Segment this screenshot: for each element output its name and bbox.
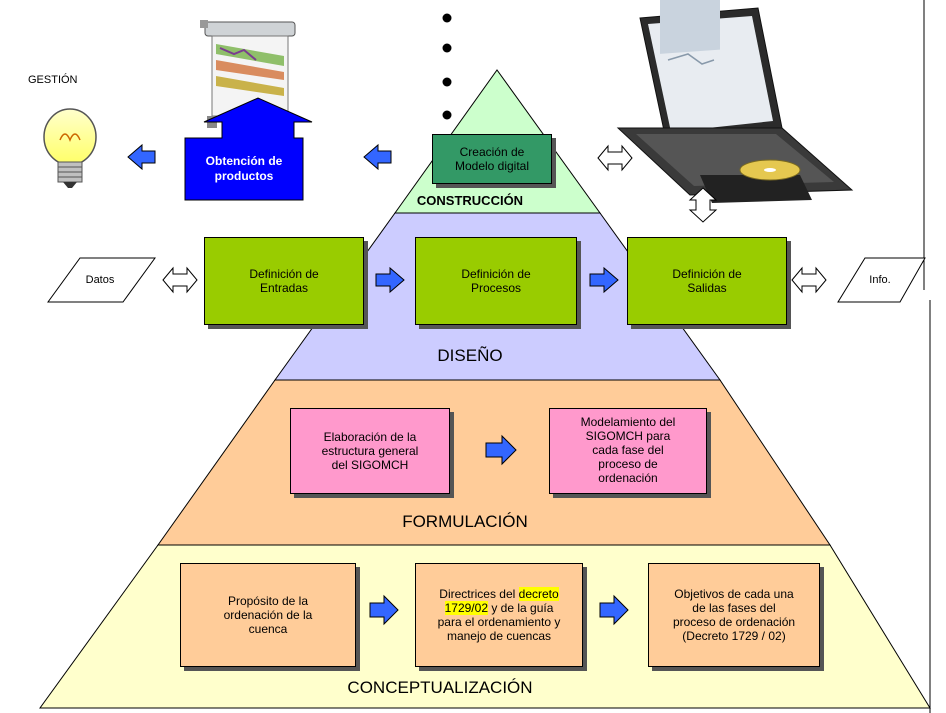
directrices-line3: para el ordenamiento y (437, 615, 561, 629)
entradas-line1: Definición de (249, 267, 319, 281)
double-arrow-info (791, 266, 827, 294)
objetivos-line1: Objetivos de cada una (674, 587, 794, 601)
arrow-concept-1 (369, 594, 399, 626)
gestion-label: GESTIÓN (28, 74, 78, 86)
objetivos-line3: proceso de ordenación (672, 615, 796, 629)
arrow-procesos-salidas (589, 266, 619, 294)
title-formulacion: FORMULACIÓN (402, 512, 528, 531)
double-arrow-laptop (597, 144, 633, 172)
elaboracion-line3: del SIGOMCH (331, 458, 409, 472)
proposito-line3: cuenca (248, 622, 288, 636)
title-conceptualizacion: CONCEPTUALIZACIÓN (347, 678, 533, 697)
continuation-dots (442, 13, 452, 120)
directrices-line2: 1729/02 y de la guía (438, 601, 561, 615)
arrow-to-gestion (127, 143, 156, 171)
arrow-to-products (363, 143, 392, 171)
procesos-line2: Procesos (470, 281, 522, 295)
products-arrow-box (184, 97, 313, 201)
directrices-post: y de la guía (488, 601, 554, 615)
plotter-icon (200, 20, 296, 128)
box-modelamiento: Modelamiento del SIGOMCH para cada fase … (549, 408, 707, 494)
arrow-formulation (485, 434, 517, 466)
decreto-highlight: decreto (518, 587, 559, 601)
box-creacion-line1: Creación de (459, 145, 525, 159)
info-parallelogram (837, 257, 926, 303)
products-line1: Obtención de (205, 154, 283, 168)
elaboracion-line2: estructura general (321, 444, 419, 458)
entradas-line2: Entradas (259, 281, 309, 295)
modelamiento-line1: Modelamiento del (580, 415, 676, 429)
title-construccion: CONSTRUCCIÓN (416, 192, 524, 208)
procesos-line1: Definición de (461, 267, 531, 281)
box-directrices: Directrices del decreto 1729/02 y de la … (415, 563, 583, 667)
info-label: Info. (869, 274, 891, 286)
arrow-concept-2 (599, 594, 629, 626)
modelamiento-line2: SIGOMCH para (585, 429, 671, 443)
arrow-entradas-procesos (375, 266, 405, 294)
box-creacion-line2: Modelo digital (454, 159, 530, 173)
lightbulb-icon (43, 108, 97, 188)
directrices-line4: manejo de cuencas (446, 629, 552, 643)
directrices-pre: Directrices del (439, 587, 519, 601)
products-label: Obtención de productos (185, 145, 303, 193)
proposito-line1: Propósito de la (227, 594, 309, 608)
box-definicion-salidas: Definición de Salidas (627, 237, 787, 325)
laptop-icon (616, 0, 854, 203)
objetivos-line2: de las fases del (692, 601, 776, 615)
directrices-line1: Directrices del decreto (438, 587, 561, 601)
products-line2: productos (214, 169, 274, 183)
title-diseno: DISEÑO (437, 346, 503, 365)
datos-label: Datos (85, 274, 115, 286)
double-arrow-vertical (688, 187, 718, 223)
box-definicion-procesos: Definición de Procesos (415, 237, 577, 325)
elaboracion-line1: Elaboración de la (323, 430, 417, 444)
box-proposito: Propósito de la ordenación de la cuenca (180, 563, 356, 667)
objetivos-line4: (Decreto 1729 / 02) (682, 629, 786, 643)
box-creacion-modelo: Creación de Modelo digital (432, 134, 552, 184)
box-objetivos: Objetivos de cada una de las fases del p… (648, 563, 820, 667)
double-arrow-datos (162, 266, 198, 294)
modelamiento-line3: cada fase del (592, 443, 664, 457)
datos-parallelogram (47, 257, 156, 303)
salidas-line2: Salidas (687, 281, 727, 295)
decreto-number-highlight: 1729/02 (444, 601, 488, 615)
modelamiento-line5: ordenación (598, 471, 658, 485)
modelamiento-line4: proceso de (598, 457, 658, 471)
proposito-line2: ordenación de la (223, 608, 313, 622)
box-elaboracion: Elaboración de la estructura general del… (290, 408, 450, 494)
salidas-line1: Definición de (672, 267, 742, 281)
box-definicion-entradas: Definición de Entradas (204, 237, 364, 325)
